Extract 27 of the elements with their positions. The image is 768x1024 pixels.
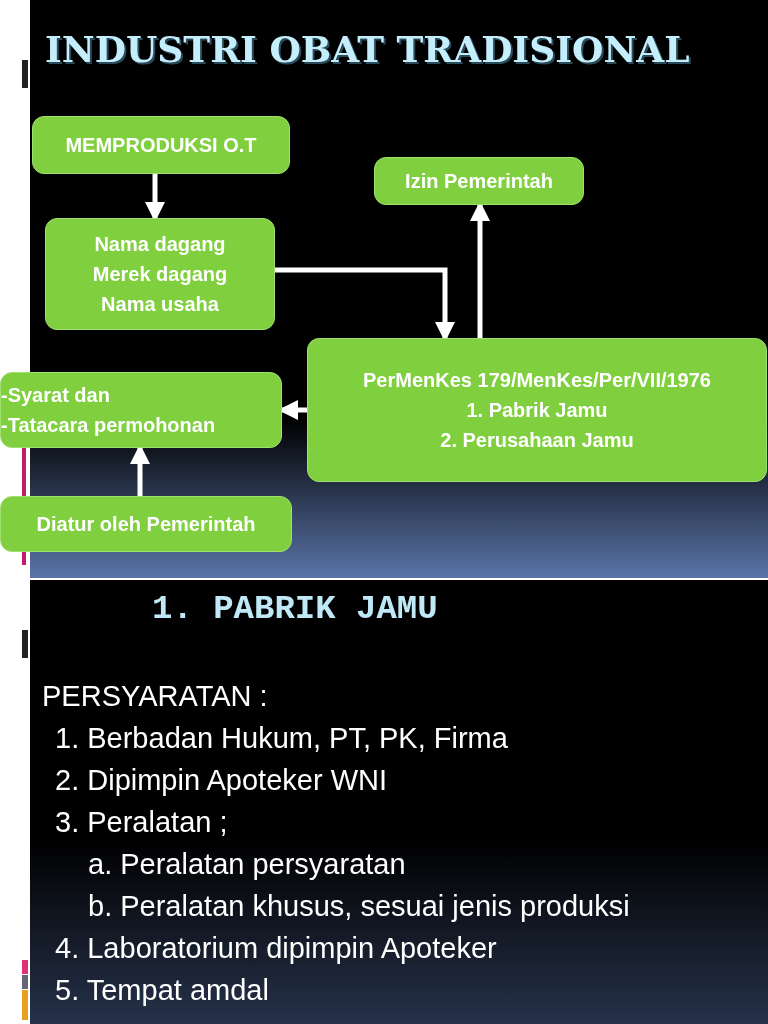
slide-title: INDUSTRI OBAT TRADISIONAL (45, 28, 690, 70)
box-text: Nama dagang (94, 232, 226, 257)
list-item: 1. Berbadan Hukum, PT, PK, Firma (55, 722, 508, 755)
box-text: Izin Pemerintah (405, 169, 553, 194)
box-text: Nama usaha (101, 292, 219, 317)
list-item: 4. Laboratorium dipimpin Apoteker (55, 932, 497, 965)
box-text: 1. Pabrik Jamu (466, 398, 608, 423)
box-text: 2. Perusahaan Jamu (440, 428, 634, 453)
box-text: PerMenKes 179/MenKes/Per/VII/1976 (363, 368, 711, 393)
box-text: -Tatacara permohonan (1, 413, 216, 438)
box-text: Merek dagang (92, 262, 228, 287)
list-item: 2. Dipimpin Apoteker WNI (55, 764, 387, 797)
list-item: b. Peralatan khusus, sesuai jenis produksi (88, 890, 630, 923)
process-box (307, 338, 767, 482)
process-box (0, 496, 292, 552)
box-text: MEMPRODUKSI O.T (65, 133, 257, 158)
process-box (45, 218, 275, 330)
box-text: -Syarat dan (1, 383, 110, 408)
process-box (0, 372, 282, 448)
section-heading: 1. PABRIK JAMU (152, 590, 438, 628)
list-item: 3. Peralatan ; (55, 806, 228, 839)
process-box (374, 157, 584, 205)
list-item: PERSYARATAN : (42, 680, 268, 713)
box-text: Diatur oleh Pemerintah (36, 512, 256, 537)
process-box (32, 116, 290, 174)
list-item: 5. Tempat amdal (55, 974, 269, 1007)
list-item: a. Peralatan persyaratan (88, 848, 406, 881)
